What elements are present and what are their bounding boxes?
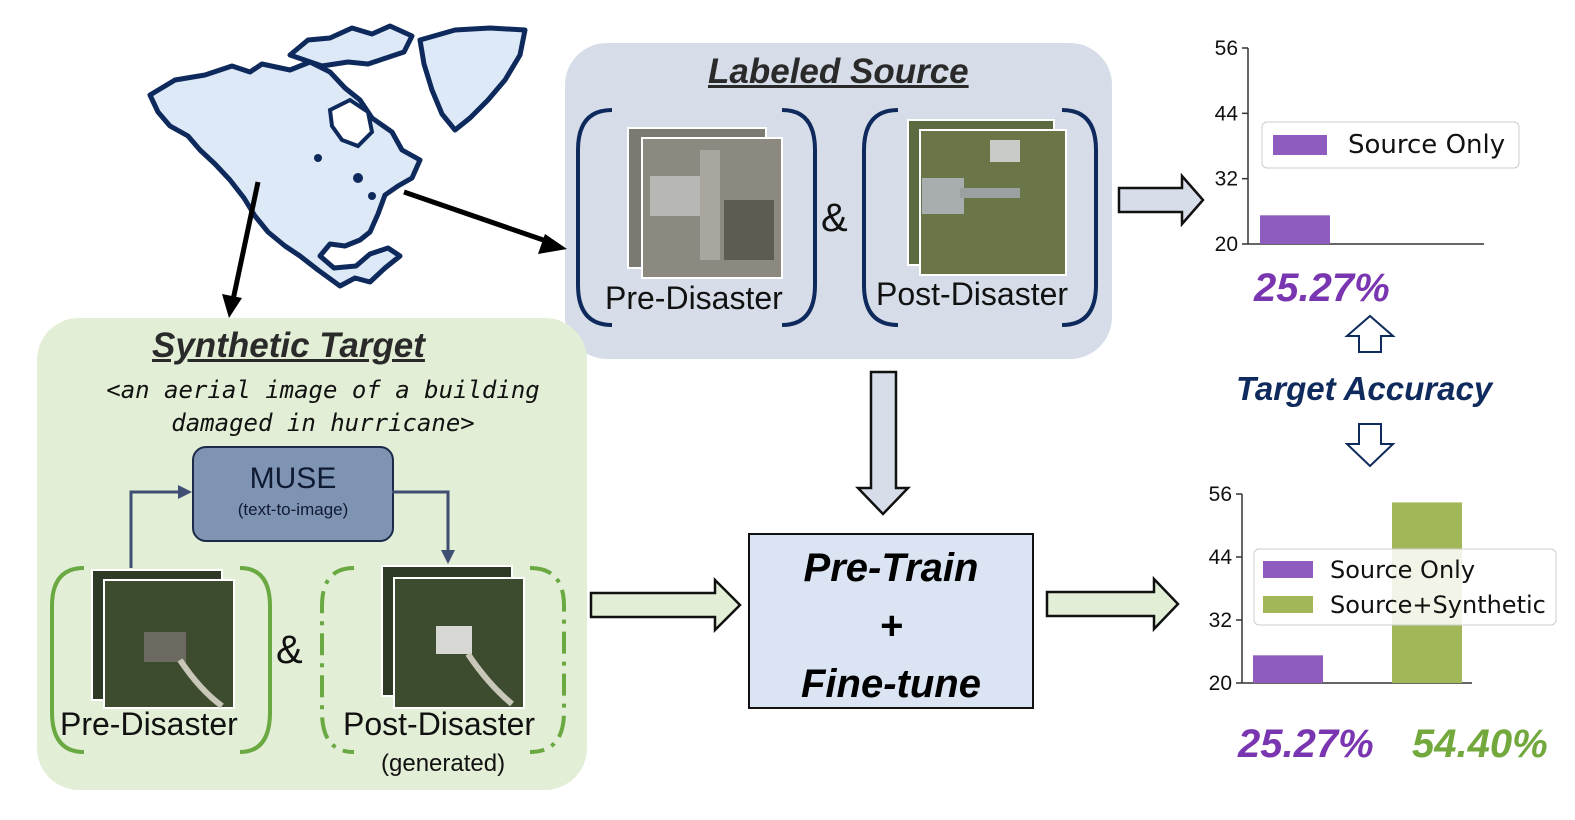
target-accuracy-label: Target Accuracy [1236,370,1493,407]
source-pre-image-road [700,150,720,260]
source-post-bracket-left [862,108,899,327]
chart2-accuracy-source-only: 25.27% [1238,722,1374,766]
muse-output-arrow [392,490,450,552]
muse-output-arrowhead [441,550,455,564]
down-hollow-arrow [1344,423,1396,468]
chart2-bar-source-only [1253,655,1323,683]
train-to-chart-arrow [1045,575,1180,633]
chart2-ytick-label: 32 [1209,609,1232,632]
synthetic-post-image-driveway [465,652,514,707]
muse-input-arrow [129,490,180,568]
map-arctic-islands [287,23,415,69]
map-hudson-bay [327,97,375,149]
map-to-source-arrow [403,189,553,246]
text-prompt: <an aerial image of a building damaged i… [106,376,540,437]
muse-subtitle: (text-to-image) [237,500,349,519]
chart1-ytick-label: 56 [1215,37,1238,60]
chart2-ytick-label: 56 [1209,483,1232,506]
pretrain-finetune-box: Pre-Train + Fine-tune [748,533,1034,709]
map-lake [368,192,376,200]
map-to-source-arrowhead [538,234,567,254]
chart2-ytick-label: 20 [1209,672,1232,695]
synthetic-pre-image-driveway [177,658,224,709]
synthetic-post-bracket-left [320,566,355,754]
chart1-ytick-label: 44 [1215,102,1239,125]
map-lake [353,173,363,183]
source-pre-bracket-right [781,108,817,327]
chart1-legend-swatch-source-only [1273,135,1327,155]
up-hollow-arrow [1344,314,1396,353]
plus-label: + [879,604,903,648]
muse-input-arrowhead [178,485,192,499]
source-to-train-arrow [855,370,911,516]
target-to-train-arrow [589,576,742,634]
chart1-ytick-label: 20 [1215,233,1238,256]
chart2-accuracy-source-synthetic: 54.40% [1412,722,1548,766]
synthetic-post-label: Post-Disaster [343,706,536,742]
chart2-legend-box [1253,548,1557,626]
synthetic-ampersand: & [276,628,303,672]
chart1-ytick-label: 32 [1215,168,1238,191]
finetune-label: Fine-tune [801,662,981,706]
synthetic-post-bracket-right [529,566,566,754]
map-lake [314,154,322,162]
synthetic-post-note: (generated) [381,750,506,777]
chart1-bar-source-only [1260,215,1330,244]
chart2-legend-swatch-source-only [1263,561,1313,578]
synthetic-pre-bracket-right [239,566,272,754]
chart2-legend-source-synthetic: Source+Synthetic [1330,591,1546,619]
chart1-legend-box [1261,121,1520,169]
labeled-source-title: Labeled Source [708,52,969,91]
synthetic-target-title: Synthetic Target [152,326,425,365]
source-post-image-building [922,178,964,214]
source-pre-label: Pre-Disaster [605,280,783,316]
source-pre-bracket-left [576,108,613,327]
source-post-bracket-right [1061,108,1098,327]
source-ampersand: & [821,196,848,240]
source-to-chart-arrow [1117,172,1205,228]
muse-model-box: MUSE (text-to-image) [192,446,394,542]
map-to-target-arrow [230,181,261,301]
synthetic-pre-label: Pre-Disaster [60,706,238,742]
source-post-label: Post-Disaster [876,276,1069,312]
map-to-target-arrowhead [222,294,242,318]
synthetic-post-image-damage [436,626,472,654]
synthetic-pre-image-roof [144,632,186,662]
source-post-image-road [960,188,1020,198]
synthetic-target-panel [37,318,587,790]
muse-title: MUSE [249,462,337,495]
map-greenland [417,25,528,133]
synthetic-pre-bracket-left [50,566,85,754]
chart1-legend-source-only: Source Only [1348,130,1505,160]
source-post-image-debris [990,140,1020,162]
chart2-legend-swatch-source-synthetic [1263,596,1313,613]
chart2-ytick-label: 44 [1209,546,1233,569]
source-pre-image-lot [724,200,774,260]
chart1-accuracy-source-only: 25.27% [1254,266,1390,310]
pretrain-label: Pre-Train [803,546,979,590]
chart2-legend-source-only: Source Only [1330,556,1475,584]
